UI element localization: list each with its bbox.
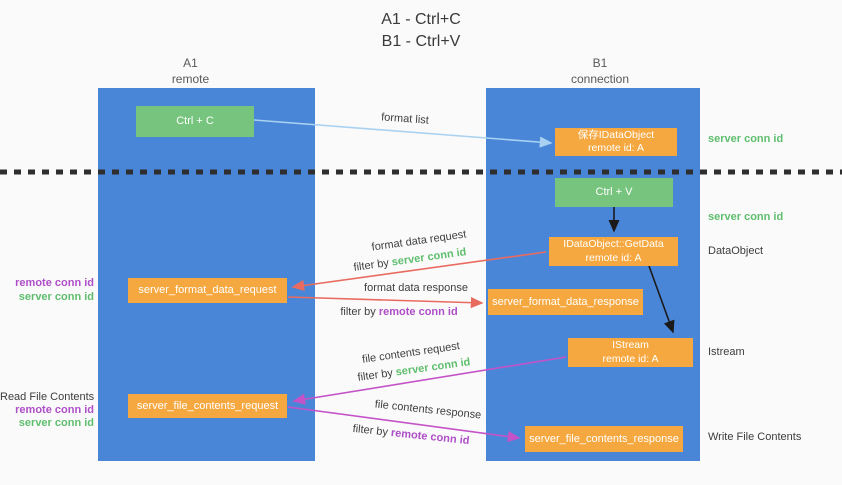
remote-conn-id-annotation-1: remote conn id — [15, 277, 94, 289]
server-conn-id-annotation-left-1: server conn id — [18, 291, 94, 303]
server-file-contents-response-node: server_file_contents_response — [525, 426, 683, 452]
ctrl-c-node: Ctrl + C — [136, 106, 254, 137]
dataobject-annotation: DataObject — [708, 245, 764, 257]
getdata-line2: remote id: A — [585, 251, 642, 264]
column-a1-role: remote — [171, 71, 210, 86]
istream-node: IStream remote id: A — [568, 338, 693, 367]
format-data-response-arrow — [287, 296, 484, 309]
format-data-request-filter-label: filter by server conn id — [353, 246, 467, 274]
column-b1-name: B1 — [592, 56, 608, 70]
title-line-1: A1 - Ctrl+C — [381, 11, 461, 28]
server-format-data-request-label: server_format_data_request — [138, 284, 277, 297]
server-conn-id-annotation-mid: server conn id — [708, 211, 784, 223]
server-format-data-response-node: server_format_data_response — [488, 289, 643, 315]
diagram-title: A1 - Ctrl+C B1 - Ctrl+V — [0, 9, 842, 52]
server-file-contents-request-label: server_file_contents_request — [136, 399, 279, 412]
save-idataobject-node: 保存IDataObject remote id: A — [555, 128, 677, 156]
file-contents-response-edge-label: file contents response — [374, 398, 482, 422]
server-file-contents-response-label: server_file_contents_response — [529, 432, 679, 445]
istream-line1: IStream — [612, 339, 649, 352]
ctrl-v-label: Ctrl + V — [595, 186, 633, 199]
remote-conn-id-keyword: remote conn id — [390, 426, 470, 448]
column-header-a1: A1 remote — [98, 56, 283, 87]
istream-annotation: Istream — [708, 346, 745, 358]
write-file-contents-annotation: Write File Contents — [708, 431, 802, 443]
file-contents-response-filter-label: filter by remote conn id — [352, 423, 470, 447]
server-format-data-request-node: server_format_data_request — [128, 278, 287, 303]
format-list-edge-label: format list — [380, 111, 430, 127]
format-data-response-edge-label: format data response — [364, 282, 468, 294]
remote-conn-id-annotation-2: remote conn id — [15, 404, 94, 416]
idataobject-getdata-node: IDataObject::GetData remote id: A — [549, 237, 678, 266]
istream-line2: remote id: A — [602, 352, 659, 365]
remote-conn-id-keyword: remote conn id — [378, 306, 458, 318]
column-b1-role: connection — [570, 71, 630, 86]
save-idataobject-line2: remote id: A — [587, 142, 645, 154]
filter-by-prefix: filter by — [352, 422, 392, 439]
server-format-data-response-label: server_format_data_response — [492, 295, 639, 308]
column-header-b1: B1 connection — [500, 56, 700, 87]
column-a1-name: A1 — [183, 56, 198, 70]
ctrl-c-label: Ctrl + C — [176, 115, 214, 128]
title-line-2: B1 - Ctrl+V — [381, 32, 461, 50]
filter-by-prefix: filter by — [340, 306, 379, 318]
filter-by-prefix: filter by — [356, 366, 397, 384]
ctrl-v-node: Ctrl + V — [555, 178, 673, 207]
save-idataobject-line1: 保存IDataObject — [577, 128, 655, 141]
server-conn-id-annotation-top: server conn id — [708, 133, 784, 145]
filter-by-prefix: filter by — [352, 256, 393, 274]
server-conn-id-annotation-left-2: server conn id — [18, 417, 94, 429]
server-file-contents-request-node: server_file_contents_request — [128, 394, 287, 418]
read-file-contents-annotation: Read File Contents — [0, 391, 95, 403]
format-data-response-filter-label: filter by remote conn id — [340, 306, 457, 318]
server-conn-id-keyword: server conn id — [390, 246, 468, 269]
getdata-line1: IDataObject::GetData — [563, 238, 664, 251]
